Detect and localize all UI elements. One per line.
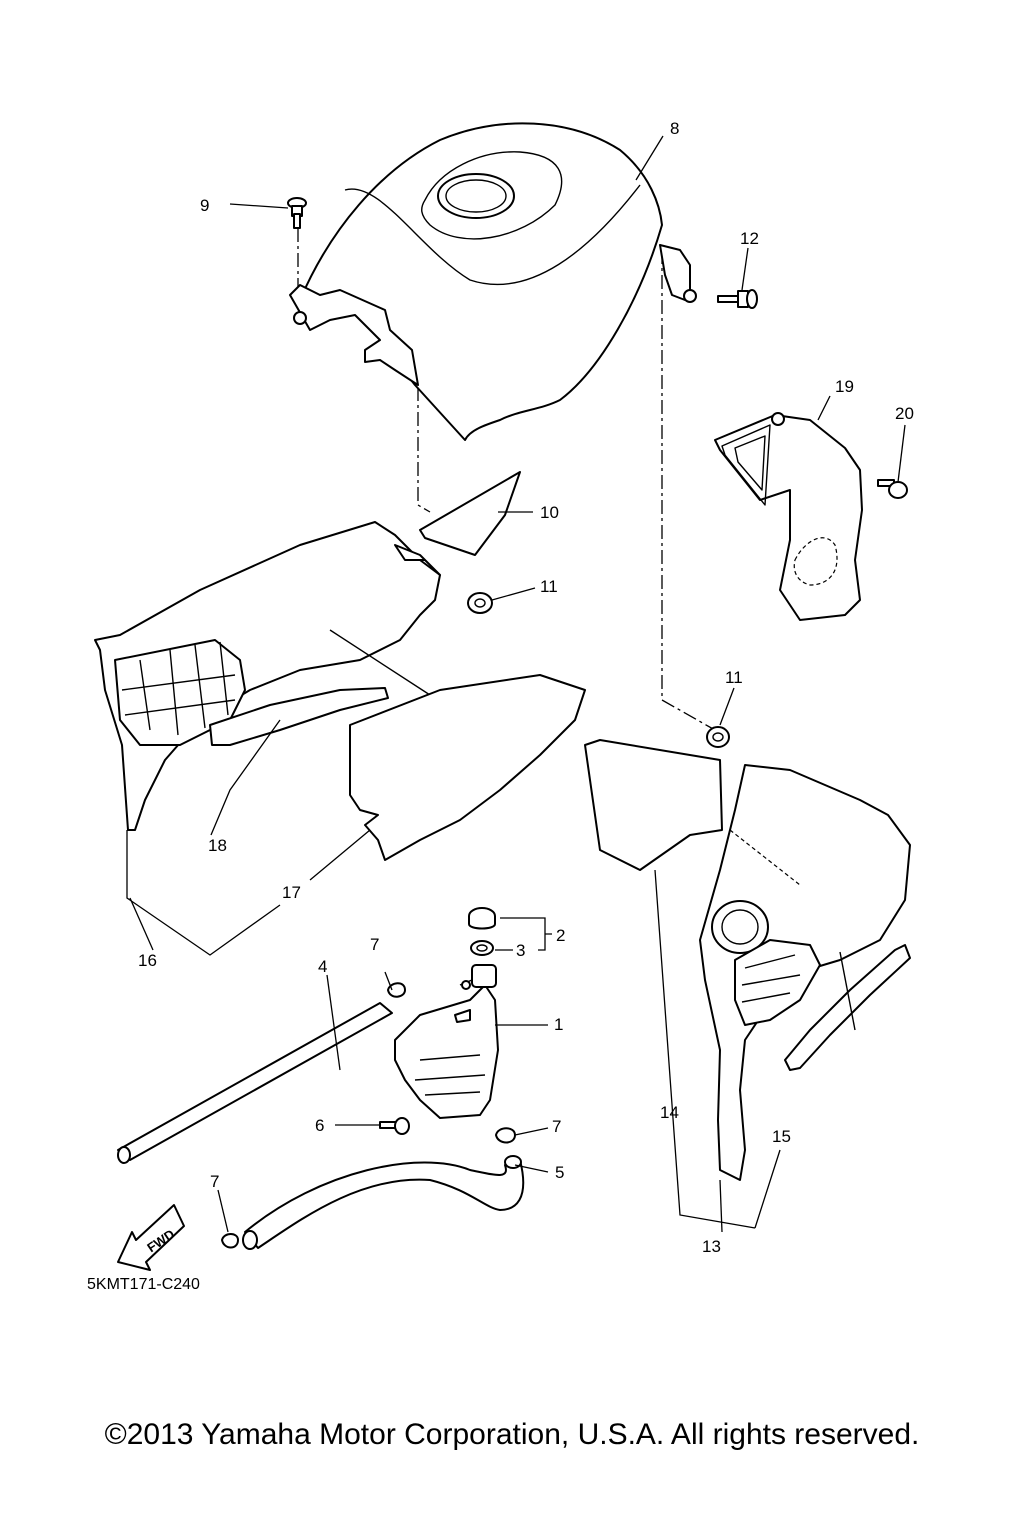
copyright-notice: ©2013 Yamaha Motor Corporation, U.S.A. A… bbox=[104, 1418, 920, 1451]
clamp-part-7-lower bbox=[221, 1233, 239, 1249]
callout-10: 9 bbox=[200, 196, 209, 215]
right-side-cover-part-14 bbox=[584, 739, 911, 1181]
forward-arrow-icon: FWD bbox=[117, 1204, 185, 1271]
callout-18: 18 bbox=[208, 836, 227, 855]
hose-part-5 bbox=[242, 1155, 525, 1250]
screw-part-6 bbox=[379, 1117, 410, 1135]
grommet-part-11-upper bbox=[467, 592, 493, 614]
bolt-part-10 bbox=[287, 197, 307, 229]
fuel-tank-cover-part-8 bbox=[289, 122, 697, 441]
callout-12: 12 bbox=[740, 229, 759, 248]
cap-part-2 bbox=[468, 907, 496, 930]
callout-20: 20 bbox=[895, 404, 914, 423]
callout-11-lower: 11 bbox=[725, 668, 743, 687]
diagram-code: 5KMT171-C240 bbox=[87, 1276, 200, 1293]
callout-11-upper: 11 bbox=[540, 577, 558, 596]
callout-17: 17 bbox=[282, 883, 301, 902]
callout-5: 5 bbox=[555, 1163, 564, 1182]
left-decal-part-17 bbox=[349, 674, 586, 861]
callout-8: 8 bbox=[670, 119, 679, 138]
trim-strip-part-18 bbox=[209, 687, 389, 746]
callout-1: 1 bbox=[554, 1015, 563, 1034]
callout-9: 10 bbox=[540, 503, 559, 522]
grommet-part-11-lower bbox=[706, 726, 730, 748]
clamp-part-7-upper bbox=[387, 982, 406, 998]
callout-15: 15 bbox=[772, 1127, 791, 1146]
pad-part-9 bbox=[419, 471, 521, 556]
washer-part-3 bbox=[470, 940, 494, 956]
callout-19: 19 bbox=[835, 377, 854, 396]
callout-14: 14 bbox=[660, 1103, 679, 1122]
callout-labels: 8 9 12 19 20 10 11 11 18 17 16 2 3 7 4 1… bbox=[138, 119, 914, 1256]
trim-strip-part-15 bbox=[784, 944, 911, 1071]
callout-3: 3 bbox=[516, 941, 525, 960]
reservoir-tank-part-1 bbox=[394, 964, 499, 1119]
callout-4: 4 bbox=[318, 957, 327, 976]
clamp-part-7-middle bbox=[495, 1127, 516, 1144]
left-side-cover-part-16 bbox=[94, 521, 441, 831]
bolt-part-20 bbox=[877, 479, 908, 499]
callout-13: 13 bbox=[702, 1237, 721, 1256]
callout-7-lower: 7 bbox=[210, 1172, 219, 1191]
callout-2: 2 bbox=[556, 926, 565, 945]
air-duct-part-19 bbox=[714, 412, 863, 621]
leader-lines bbox=[126, 135, 906, 1233]
callout-16: 16 bbox=[138, 951, 157, 970]
callout-7-upper: 7 bbox=[370, 935, 379, 954]
bolt-part-12 bbox=[717, 289, 758, 309]
hose-part-4 bbox=[117, 1002, 393, 1164]
callout-6: 6 bbox=[315, 1116, 324, 1135]
callout-7-middle: 7 bbox=[552, 1117, 561, 1136]
